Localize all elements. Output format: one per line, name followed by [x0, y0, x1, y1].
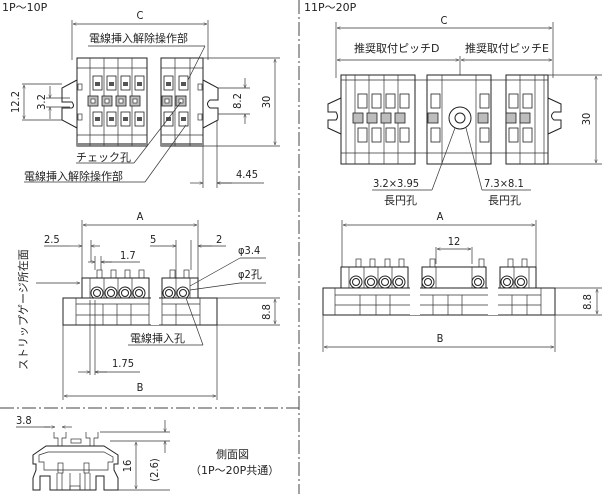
slot-large-size: 7.3×8.1 [484, 177, 524, 190]
slot-small-size: 3.2×3.95 [373, 177, 419, 190]
dim-2-6: (2.6) [148, 458, 161, 482]
label-phi-2: φ2孔 [238, 268, 262, 281]
dim-2: 2 [216, 233, 222, 246]
dim-30-right: 30 [580, 113, 593, 126]
dim-b-right: B [437, 332, 444, 345]
label-operation-bottom: 電線挿入解除操作部 [24, 169, 123, 183]
dim-8-8-left: 8.8 [260, 304, 273, 320]
label-pitch-d: 推奨取付ピッチD [354, 41, 439, 55]
dim-4-45: 4.45 [236, 168, 258, 181]
dim-8-8-right: 8.8 [581, 294, 594, 310]
dim-1-75: 1.75 [112, 357, 134, 370]
large-slot-hole [448, 106, 472, 130]
dim-16: 16 [121, 460, 134, 473]
dim-b-left: B [137, 381, 144, 394]
right-section-title: 11P～20P [304, 1, 357, 14]
dim-2-5: 2.5 [44, 233, 60, 246]
dim-c-right: C [441, 14, 448, 27]
slot-small-label: 長円孔 [384, 194, 417, 207]
left-section-title: 1P～10P [2, 1, 48, 14]
dim-30-left: 30 [260, 96, 273, 109]
label-phi-3-4: φ3.4 [238, 244, 260, 257]
dim-a-left: A [137, 210, 144, 223]
small-slot-hole [454, 112, 466, 124]
dim-8-2: 8.2 [231, 93, 244, 109]
dim-5: 5 [150, 233, 156, 246]
right-front-view: A 12 [322, 210, 602, 352]
side-view-subtitle: （1P～20P共通） [190, 464, 279, 477]
label-strip-gauge: ストリップゲージ所在面 [17, 249, 30, 370]
dim-12-2: 12.2 [9, 91, 22, 113]
left-front-view: A 2.5 5 2 1.7 [17, 210, 280, 400]
label-pitch-e: 推奨取付ピッチE [465, 41, 549, 55]
dim-1-7: 1.7 [120, 249, 136, 262]
side-view-title: 側面図 [216, 448, 249, 461]
dim-3-8: 3.8 [16, 414, 32, 427]
slot-large-label: 長円孔 [488, 194, 521, 207]
dim-12: 12 [448, 235, 461, 248]
dim-c-left: C [137, 9, 144, 22]
label-operation-top: 電線挿入解除操作部 [89, 31, 188, 45]
right-top-view: C 推奨取付ピッチD 推奨取付ピッチE [327, 14, 602, 207]
left-top-view: C 電線挿入解除操作部 [9, 9, 280, 188]
dim-a-right: A [437, 210, 444, 223]
label-wire-hole: 電線挿入孔 [130, 331, 185, 345]
dim-3-2: 3.2 [35, 94, 48, 110]
label-check-hole: チェック孔 [76, 151, 131, 164]
side-view: 3.8 16 (2.6) 側面図 （1P～20P共通） [16, 414, 279, 491]
